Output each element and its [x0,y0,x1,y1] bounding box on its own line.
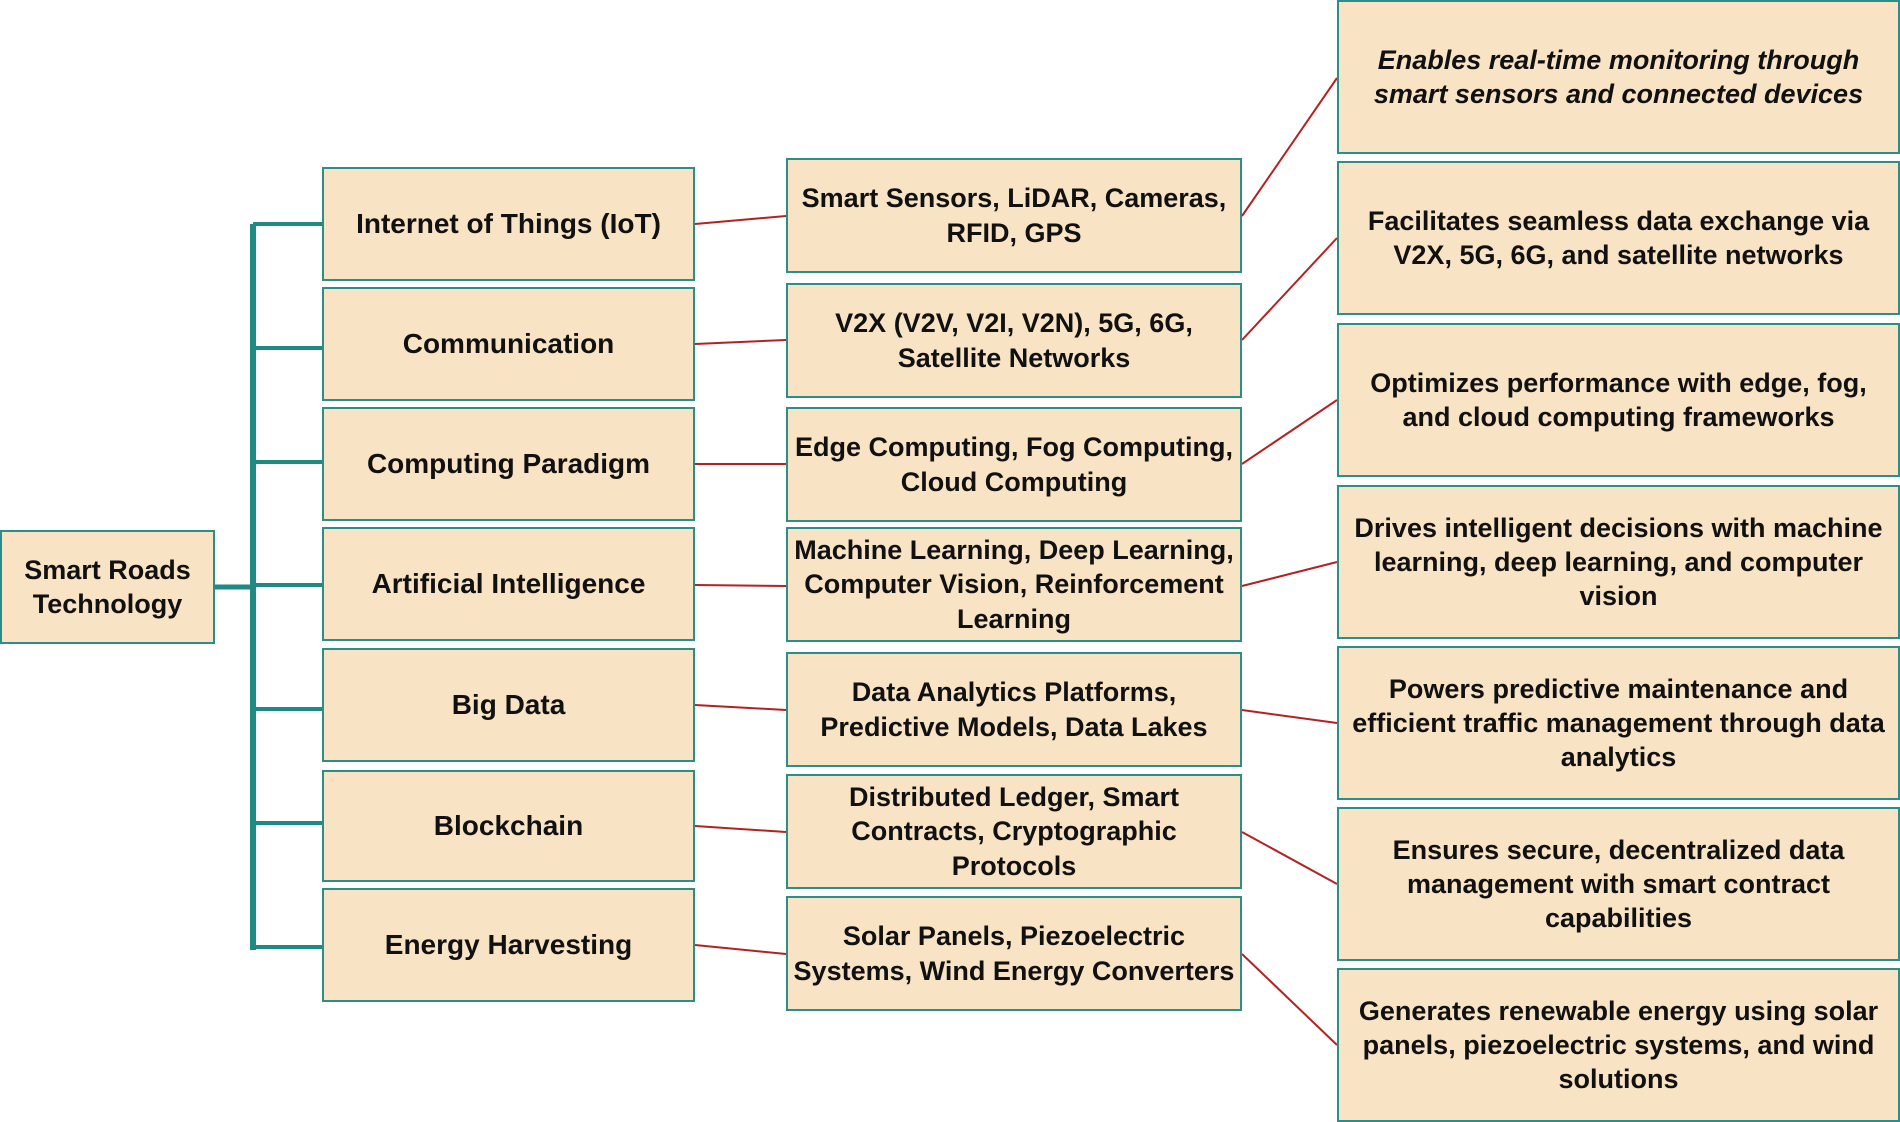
category-label: Blockchain [433,810,584,842]
technology-to-description-line [1241,709,1338,724]
technology-box-communication: V2X (V2V, V2I, V2N), 5G, 6G, Satellite N… [786,283,1242,398]
description-box-artificial-intelligence: Drives intelligent decisions with machin… [1337,485,1900,639]
description-label: Facilitates seamless data exchange via V… [1367,205,1870,270]
description-label: Optimizes performance with edge, fog, an… [1370,367,1867,432]
technology-label: Smart Sensors, LiDAR, Cameras, RFID, GPS [801,183,1227,248]
category-label: Computing Paradigm [366,448,651,480]
technology-label: Edge Computing, Fog Computing, Cloud Com… [795,432,1233,497]
description-box-computing-paradigm: Optimizes performance with edge, fog, an… [1337,323,1900,477]
technology-label: Machine Learning, Deep Learning, Compute… [794,535,1234,634]
technology-box-iot: Smart Sensors, LiDAR, Cameras, RFID, GPS [786,158,1242,273]
category-box-energy-harvesting: Energy Harvesting [322,888,695,1002]
description-label: Enables real-time monitoring through sma… [1373,44,1864,109]
technology-to-description-line [1241,953,1338,1046]
technology-box-artificial-intelligence: Machine Learning, Deep Learning, Compute… [786,527,1242,642]
technology-to-description-line [1241,561,1338,587]
category-box-iot: Internet of Things (IoT) [322,167,695,281]
category-label: Communication [402,328,615,360]
technology-to-description-line [1241,237,1338,341]
description-box-iot: Enables real-time monitoring through sma… [1337,0,1900,154]
description-box-blockchain: Ensures secure, decentralized data manag… [1337,807,1900,961]
category-to-technology-line [694,944,787,955]
description-box-communication: Facilitates seamless data exchange via V… [1337,161,1900,315]
root-label: Smart Roads Technology [24,554,191,619]
category-label: Big Data [451,689,566,721]
category-to-technology-line [694,339,787,345]
category-label: Artificial Intelligence [371,568,646,600]
technology-label: Solar Panels, Piezoelectric Systems, Win… [793,921,1235,986]
technology-to-description-line [1241,77,1338,217]
category-box-computing-paradigm: Computing Paradigm [322,407,695,521]
technology-box-computing-paradigm: Edge Computing, Fog Computing, Cloud Com… [786,407,1242,522]
description-box-big-data: Powers predictive maintenance and effici… [1337,646,1900,800]
technology-box-blockchain: Distributed Ledger, Smart Contracts, Cry… [786,774,1242,889]
technology-label: Data Analytics Platforms, Predictive Mod… [820,677,1208,742]
category-box-blockchain: Blockchain [322,770,695,882]
technology-label: V2X (V2V, V2I, V2N), 5G, 6G, Satellite N… [835,308,1193,373]
category-to-technology-line [694,825,787,833]
root-node: Smart Roads Technology [0,530,215,644]
category-to-technology-line [694,215,787,225]
technology-to-description-line [1241,831,1338,885]
category-to-technology-line [694,704,787,711]
category-box-artificial-intelligence: Artificial Intelligence [322,527,695,641]
category-label: Internet of Things (IoT) [356,208,661,240]
category-box-big-data: Big Data [322,648,695,762]
technology-box-big-data: Data Analytics Platforms, Predictive Mod… [786,652,1242,767]
category-box-communication: Communication [322,287,695,401]
description-label: Powers predictive maintenance and effici… [1352,673,1885,773]
technology-to-description-line [1241,399,1338,465]
category-label: Energy Harvesting [384,929,633,961]
description-label: Drives intelligent decisions with machin… [1354,512,1883,612]
category-to-technology-line [694,584,787,587]
description-label: Generates renewable energy using solar p… [1358,995,1879,1095]
description-label: Ensures secure, decentralized data manag… [1392,834,1845,934]
technology-box-energy-harvesting: Solar Panels, Piezoelectric Systems, Win… [786,896,1242,1011]
description-box-energy-harvesting: Generates renewable energy using solar p… [1337,968,1900,1122]
technology-label: Distributed Ledger, Smart Contracts, Cry… [848,782,1180,881]
